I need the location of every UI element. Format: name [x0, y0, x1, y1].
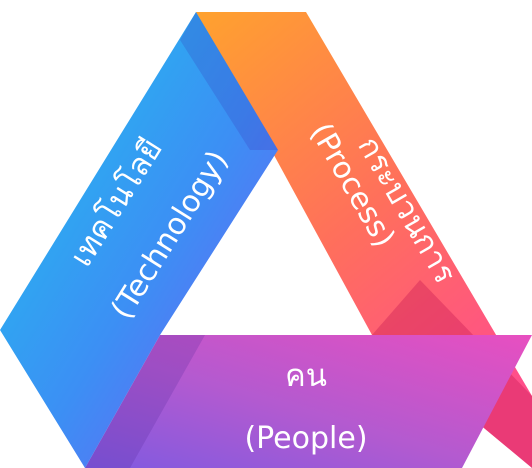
- people-fold-shadow: [85, 335, 205, 468]
- technology-segment: [0, 12, 278, 468]
- people-band: [85, 335, 532, 468]
- technology-fold-shadow: [180, 12, 278, 150]
- people-english-label: (People): [244, 421, 367, 456]
- technology-band: [0, 12, 278, 468]
- people-segment: [85, 335, 532, 468]
- people-thai-label: คน: [285, 358, 327, 394]
